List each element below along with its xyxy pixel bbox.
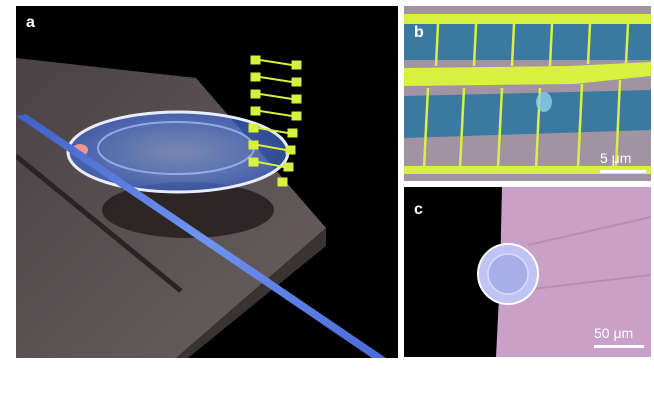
panel-c-illustration: [404, 187, 651, 357]
substrate-streak: [527, 216, 651, 246]
panel-b-sem-electrodes: b 5 μm: [404, 6, 651, 181]
panel-a-illustration: [16, 55, 386, 358]
scale-bar-icon: [600, 170, 646, 173]
microdisk-inner: [487, 253, 529, 295]
substrate-region: [496, 187, 651, 357]
scale-label-b: 5 μm: [600, 150, 632, 166]
panel-c-micrograph: c 50 μm: [404, 187, 651, 357]
panel-a-rendering: a: [16, 6, 398, 358]
defect-spot: [536, 92, 552, 112]
trench-groove: [16, 154, 183, 293]
panel-label-b: b: [414, 24, 424, 41]
rail-bottom: [404, 166, 651, 174]
panel-label-c: c: [414, 201, 423, 218]
panel-b-illustration: [404, 6, 651, 181]
substrate-streak: [531, 274, 651, 290]
scale-bar-icon: [594, 345, 644, 348]
electrode-ladder: [248, 55, 302, 187]
tapered-fiber: [16, 114, 386, 358]
rail-middle: [404, 62, 651, 86]
panel-label-a: a: [26, 14, 35, 31]
rail-top: [404, 14, 651, 24]
film-band-top: [404, 24, 651, 60]
scale-label-c: 50 μm: [594, 325, 634, 341]
chip-slab-edge: [176, 228, 326, 358]
film-band-bottom: [404, 90, 651, 138]
